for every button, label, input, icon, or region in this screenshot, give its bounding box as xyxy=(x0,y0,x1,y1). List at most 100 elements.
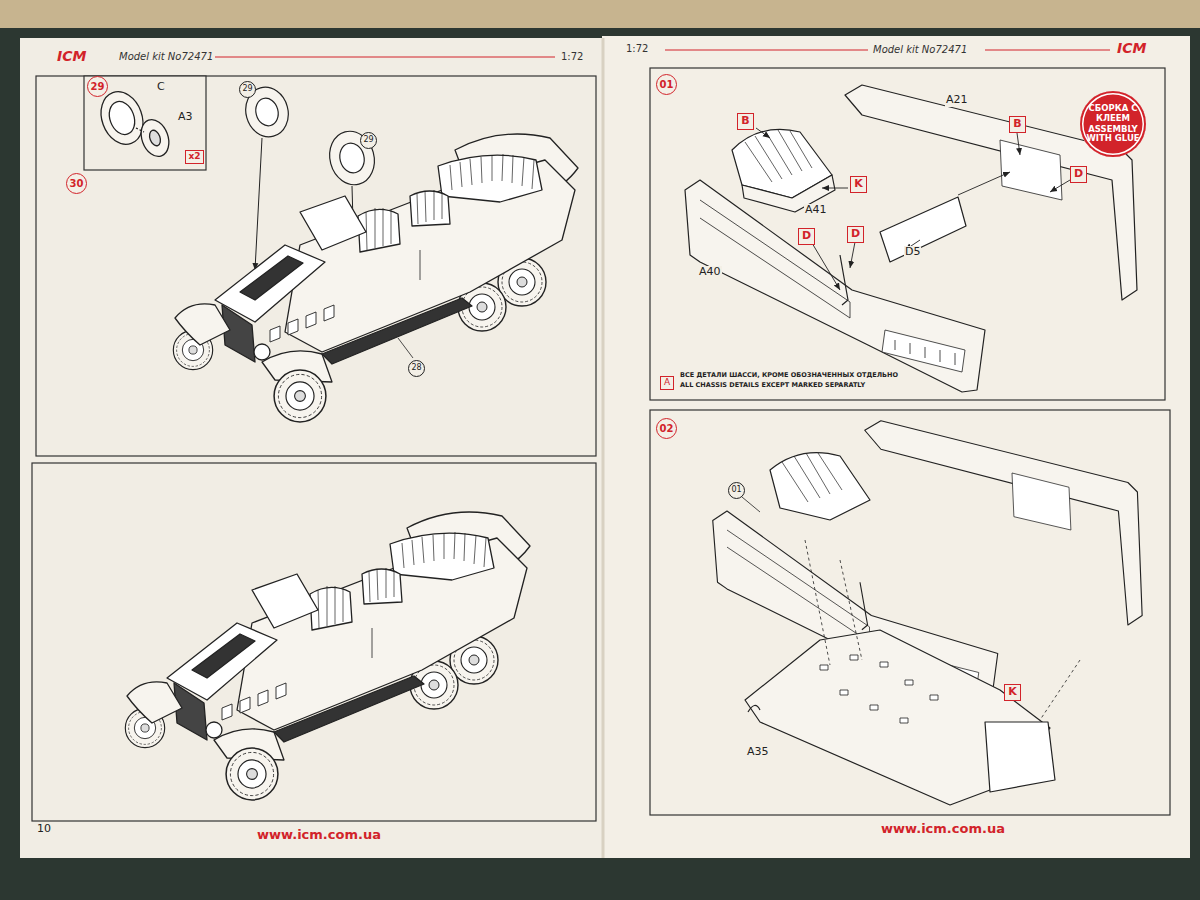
node-text: 01 xyxy=(731,486,741,495)
sprue-key-box: A xyxy=(660,376,674,390)
illustration-g-line xyxy=(850,242,855,268)
step-number: 02 xyxy=(656,418,677,439)
node-text: 30 xyxy=(70,178,84,189)
node-text: x2 xyxy=(188,152,200,162)
illustration-g xyxy=(732,129,966,262)
part-number: A41 xyxy=(804,204,828,217)
illustration-g-line xyxy=(1040,660,1080,720)
illustration-g-line xyxy=(756,128,770,138)
illustration-g-g-rect xyxy=(905,680,913,685)
illustration-g-path xyxy=(782,453,842,502)
illustration-use xyxy=(173,134,578,422)
illustration-g-line xyxy=(958,172,1010,195)
quantity-box: x2 xyxy=(185,150,204,164)
illustration-g xyxy=(756,128,1070,290)
illustration-g xyxy=(805,540,1080,720)
part-letter-box: D xyxy=(847,226,864,243)
illustration-rect xyxy=(650,410,1170,815)
illustration-rect xyxy=(0,0,1200,28)
callout-number: 01 xyxy=(728,482,745,499)
illustration-g-path xyxy=(770,453,870,520)
node-text: B xyxy=(741,115,749,127)
illustration-g-path xyxy=(985,722,1055,792)
node-text: 01 xyxy=(660,79,674,90)
illustration-g-path xyxy=(880,197,966,262)
part-letter-box: K xyxy=(1004,684,1021,701)
illustration-g-line xyxy=(1017,133,1020,155)
illustration-rect xyxy=(0,860,1200,900)
step-number: 29 xyxy=(87,76,108,97)
scale-text: 1:72 xyxy=(560,51,584,63)
website: www.icm.com.ua xyxy=(256,828,382,843)
illustration-g-g xyxy=(820,655,938,723)
node-text: B xyxy=(1013,118,1021,130)
node-text: D xyxy=(802,230,811,242)
part-letter-box: D xyxy=(798,228,815,245)
illustration-g-path xyxy=(745,130,812,182)
illustration-line xyxy=(602,38,605,858)
callout-number: 29 xyxy=(239,81,256,98)
illustration-g-ellipse xyxy=(136,116,173,161)
step-number: 01 xyxy=(656,74,677,95)
illustration-line xyxy=(665,50,868,51)
illustration-g-g-rect xyxy=(880,662,888,667)
node-text: 28 xyxy=(411,364,421,373)
part-number: C xyxy=(156,81,166,94)
illustration-line xyxy=(398,338,413,358)
illustration-line xyxy=(215,57,555,58)
node-text: K xyxy=(854,178,863,190)
header-text: Model kit No72471 xyxy=(872,44,968,56)
illustration-g-g-rect xyxy=(930,695,938,700)
page-number: 10 xyxy=(36,823,52,836)
illustration-rect xyxy=(20,38,604,858)
node-text: A xyxy=(664,378,670,388)
illustration-rect xyxy=(602,36,1190,858)
illustration-line xyxy=(255,138,262,270)
illustration-g-line xyxy=(1050,180,1070,192)
illustration-g-g-rect xyxy=(840,690,848,695)
illustration-g-line xyxy=(822,188,848,189)
illustration-g-ellipse xyxy=(105,98,139,138)
part-number: D5 xyxy=(904,246,921,259)
logo: ICM xyxy=(56,48,87,64)
website: www.icm.com.ua xyxy=(880,822,1006,837)
logo: ICM xyxy=(1116,40,1147,56)
illustration-g-line xyxy=(812,243,840,290)
illustration-use xyxy=(125,512,530,800)
illustration-g-g-rect xyxy=(900,718,908,723)
note-text: ВСЕ ДЕТАЛИ ШАССИ, КРОМЕ ОБОЗНАЧЕННЫХ ОТД… xyxy=(679,372,899,379)
scale-text: 1:72 xyxy=(625,43,649,55)
part-letter-box: K xyxy=(850,176,867,193)
node-text: D xyxy=(851,228,860,240)
node-text: 29 xyxy=(242,85,252,94)
illustration-rect xyxy=(36,76,596,456)
node-text: 29 xyxy=(363,136,373,145)
illustration-g-line xyxy=(805,540,830,665)
node-text: K xyxy=(1008,686,1017,698)
illustration-g-g-rect xyxy=(850,655,858,660)
badge-text: ASSEMBLY WITH GLUE xyxy=(1086,125,1140,144)
illustration-g-line xyxy=(136,128,144,132)
header-text: Model kit No72471 xyxy=(118,51,214,63)
illustration-g-ellipse xyxy=(253,96,281,129)
callout-number: 29 xyxy=(360,132,377,149)
illustration-rect xyxy=(650,68,1165,400)
illustration-g xyxy=(240,82,380,189)
node-text: 29 xyxy=(91,81,105,92)
glue-badge: СБОРКА С КЛЕЕМ ASSEMBLY WITH GLUE xyxy=(1080,91,1146,157)
illustration-line xyxy=(985,50,1110,51)
illustration-g xyxy=(94,86,174,161)
illustration-g-g-rect xyxy=(870,705,878,710)
part-letter-box: D xyxy=(1070,166,1087,183)
badge-text: СБОРКА С КЛЕЕМ xyxy=(1086,104,1140,123)
illustration-g-g-rect xyxy=(820,665,828,670)
part-number: A21 xyxy=(945,94,969,107)
part-letter-box: B xyxy=(737,113,754,130)
illustration-g-path xyxy=(748,705,760,712)
illustration-use xyxy=(685,85,1137,392)
illustration-g-ellipse xyxy=(240,82,294,141)
illustration-g xyxy=(745,453,1055,805)
node-text: 02 xyxy=(660,423,674,434)
